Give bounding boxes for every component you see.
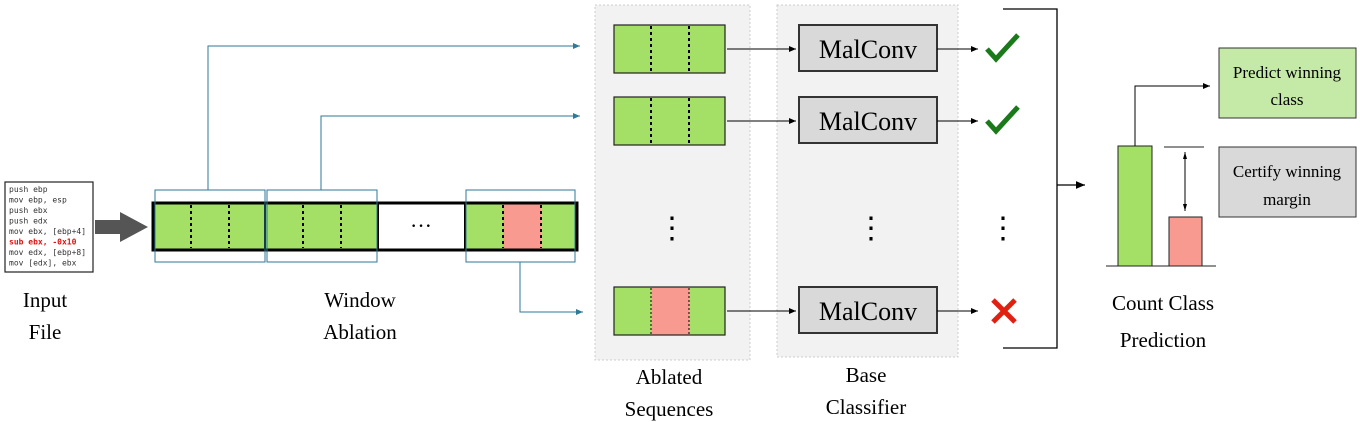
ablated-label-2: Sequences [625, 397, 714, 421]
count-label-1: Count Class [1112, 291, 1214, 315]
winning-class-bar [1117, 145, 1153, 267]
classifier-label-2: Classifier [826, 395, 906, 419]
code-line: mov ebp, esp [9, 196, 67, 205]
ablated-dots: ⋮ [657, 212, 687, 245]
certify-text-1: Certify winning [1233, 162, 1342, 181]
runner-up-bar [1168, 216, 1203, 267]
ablated-sequence [614, 97, 725, 145]
input-label-2: File [29, 320, 62, 344]
code-line: push edx [9, 217, 48, 226]
code-line: mov [edx], ebx [9, 259, 77, 268]
check-icon [985, 33, 1020, 63]
cross-icon [991, 298, 1017, 324]
predict-box [1218, 47, 1357, 119]
malconv-label: MalConv [819, 35, 917, 64]
ablation-label-2: Ablation [323, 320, 397, 344]
code-line: push ebp [9, 185, 48, 194]
input-label-1: Input [23, 288, 67, 312]
malconv-box [798, 24, 938, 72]
code-line: mov edx, [ebp+8] [9, 248, 86, 257]
code-line: push ebx [9, 206, 48, 215]
classifier-label-1: Base [846, 363, 887, 387]
certify-box [1218, 146, 1357, 218]
malconv-box [798, 96, 938, 144]
malconv-box [798, 286, 938, 334]
ablation-label-1: Window [324, 288, 396, 312]
result-dots: ⋮ [988, 212, 1018, 245]
classifier-dots: ⋮ [856, 212, 886, 245]
count-label-2: Prediction [1120, 328, 1207, 352]
aggregation-bracket [1003, 8, 1058, 349]
malconv-label: MalConv [819, 107, 917, 136]
ablated-label-1: Ablated [636, 365, 703, 389]
byte-sequence: ··· [151, 201, 579, 252]
predict-text-2: class [1270, 90, 1303, 109]
ablation-row: MalConv [613, 286, 1017, 336]
code-line: sub ebx, -0x10 [9, 238, 77, 247]
predict-text-1: Predict winning [1233, 63, 1342, 82]
ablated-window [652, 287, 689, 335]
certify-text-2: margin [1263, 190, 1311, 209]
ablation-windows [154, 43, 583, 315]
check-icon [985, 105, 1020, 135]
code-line: mov ebx, [ebp+4] [9, 227, 86, 236]
malconv-label: MalConv [819, 297, 917, 326]
input-arrow [95, 212, 148, 242]
vote-bar-chart [1106, 83, 1216, 267]
ablated-sequence [614, 25, 725, 73]
ellipsis: ··· [410, 213, 432, 238]
ablation-row: MalConv [613, 24, 1020, 74]
ablation-row: MalConv [613, 96, 1020, 146]
